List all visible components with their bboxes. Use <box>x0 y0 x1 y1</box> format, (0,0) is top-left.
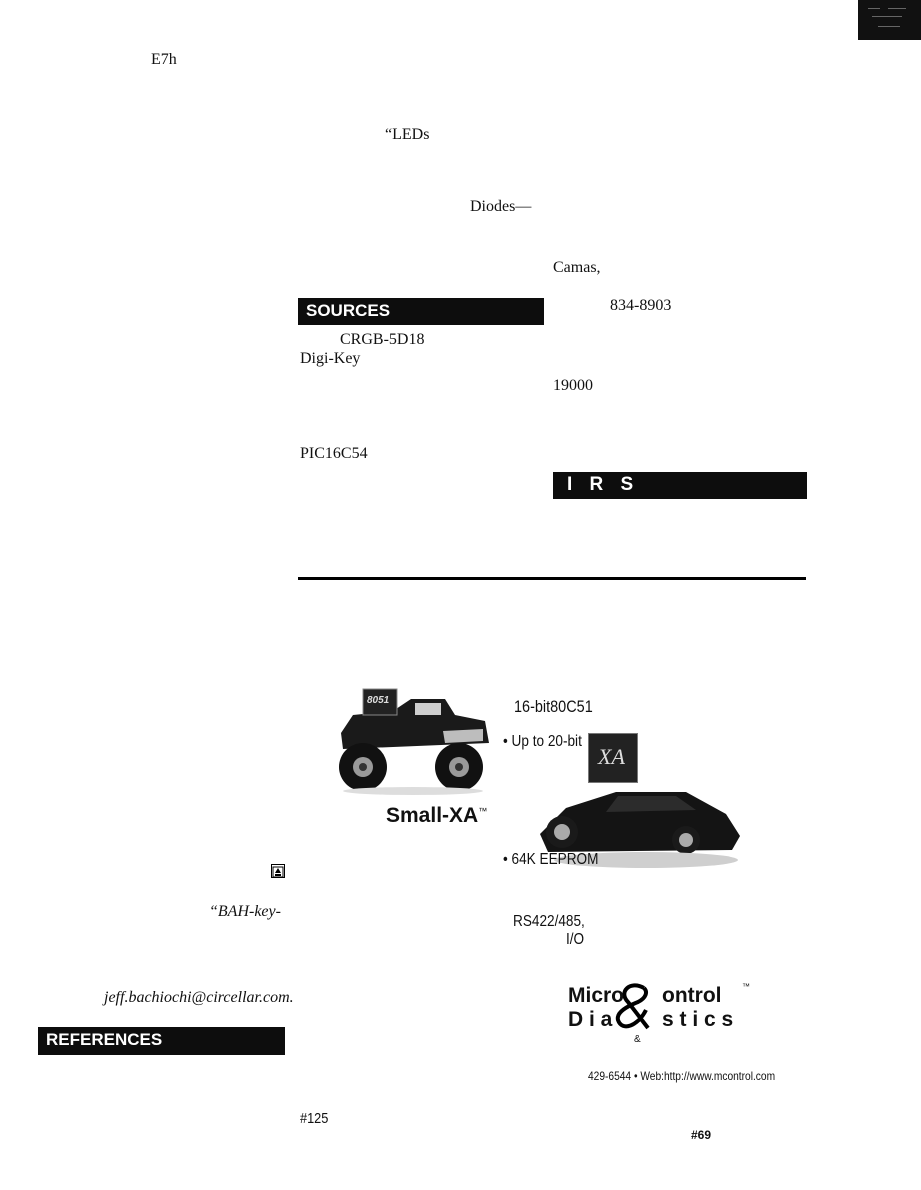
company-logo: Micro ontrol ™ D i a s t i c s & <box>566 980 776 1050</box>
logo-word-stics: s t i c s <box>662 1008 734 1031</box>
monster-truck-image: 8051 <box>333 685 493 795</box>
zip-code: 19000 <box>553 377 593 394</box>
end-of-article-icon <box>271 864 285 878</box>
city-name: Camas, <box>553 259 601 276</box>
distributor-name: Digi-Key <box>300 350 361 367</box>
product-name-text: Small-XA <box>386 804 479 827</box>
irs-code-right: #69 <box>691 1128 712 1142</box>
xa-chip-image: XA <box>588 733 638 783</box>
email-address: jeff.bachiochi@circellar.com. <box>104 989 294 1006</box>
leds-quote: “LEDs <box>385 126 430 143</box>
product-name: Small-XA™ <box>386 804 487 828</box>
part-number: CRGB-5D18 <box>340 331 425 348</box>
sources-heading-bar: SOURCES <box>298 298 544 325</box>
ad-contact-line: 429-6544 • Web:http://www.mcontrol.com <box>588 1069 776 1083</box>
ad-bullet-address: • Up to 20-bit <box>503 733 582 750</box>
register-label: E7h <box>151 51 177 68</box>
logo-trademark: ™ <box>742 982 750 991</box>
diodes-text: Diodes— <box>470 198 532 215</box>
ad-bullet-eeprom: • 64K EEPROM <box>503 851 599 868</box>
sports-car-image <box>536 778 742 873</box>
section-divider <box>298 577 806 580</box>
irs-heading: I R S <box>567 474 640 495</box>
pronunciation-text: “BAH-key- <box>209 903 281 920</box>
phone-number: 834-8903 <box>610 297 672 314</box>
sources-heading: SOURCES <box>306 301 391 320</box>
xa-chip-label: XA <box>598 744 625 769</box>
ad-interface: RS422/485, <box>513 913 585 930</box>
ad-headline: 16-bit80C51 <box>514 697 593 716</box>
ampersand-logo-icon <box>615 983 650 1030</box>
irs-heading-bar: I R S <box>553 472 807 499</box>
microcontroller-name: PIC16C54 <box>300 445 368 462</box>
irs-code-left: #125 <box>300 1110 329 1127</box>
logo-word-control: ontrol <box>662 984 722 1007</box>
ad-io: I/O <box>566 931 585 948</box>
references-heading: REFERENCES <box>46 1030 163 1049</box>
truck-chip-label: 8051 <box>367 695 390 706</box>
logo-word-diag: D i a <box>568 1008 613 1031</box>
logo-ampersand-small: & <box>634 1034 641 1045</box>
page-corner-tab <box>858 0 921 40</box>
product-trademark: ™ <box>478 806 488 816</box>
logo-word-micro: Micro <box>568 984 625 1007</box>
references-heading-bar: REFERENCES <box>38 1027 285 1055</box>
